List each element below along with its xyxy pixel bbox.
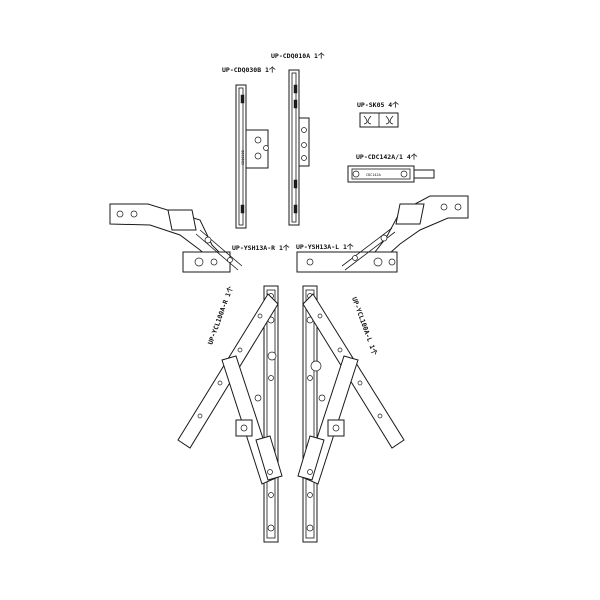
label-hinge-l: UP-YSH13A-L 1个 — [296, 242, 354, 251]
stay-r — [177, 285, 283, 543]
label-stay-l: UP-YCL100A-L 1个 — [350, 296, 380, 357]
label-cdc142a: UP-CDC142A/1 4个 — [356, 152, 418, 161]
keeper-strip-b: CDQ030B — [235, 84, 269, 229]
stay-l — [297, 285, 405, 543]
label-stay-r: UP-YCL100A-R 1个 — [205, 285, 235, 346]
label-keeper-a: UP-CDQ010A 1个 — [271, 51, 325, 60]
svg-text:CDQ030B: CDQ030B — [241, 150, 245, 165]
label-sk05: UP-SK05 4个 — [357, 100, 399, 109]
hinge-r — [109, 203, 243, 273]
label-hinge-r: UP-YSH13A-R 1个 — [232, 243, 290, 252]
sk05-block — [359, 112, 399, 128]
hinge-l — [296, 195, 469, 273]
keeper-tag-text: CDQ030B — [241, 150, 245, 165]
svg-text:CDC142A: CDC142A — [366, 173, 382, 177]
cdc-tag-text: CDC142A — [366, 173, 382, 177]
label-keeper-b: UP-CDQ030B 1个 — [222, 65, 276, 74]
cdc142a-striker: CDC142A — [347, 165, 435, 183]
keeper-strip-a — [288, 69, 310, 226]
